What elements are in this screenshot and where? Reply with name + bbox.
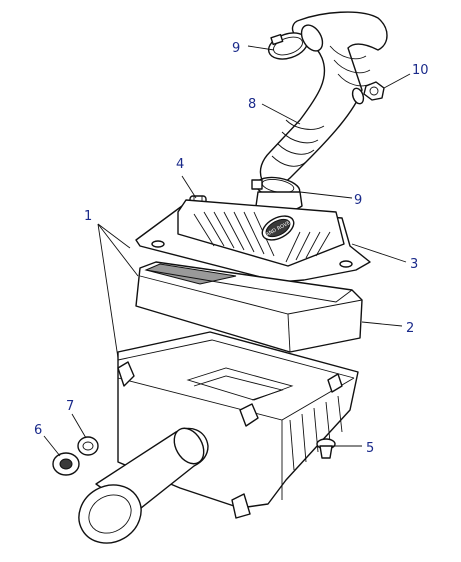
grommet-part-6 xyxy=(52,452,80,476)
callout-5: 5 xyxy=(366,441,374,456)
nut-part-10 xyxy=(363,81,385,101)
hose-clamp-upper xyxy=(267,24,324,60)
air-cleaner-cover: LAND ROVER xyxy=(135,199,371,283)
callout-2: 2 xyxy=(406,321,414,336)
callout-3: 3 xyxy=(410,257,418,272)
callout-10: 10 xyxy=(412,63,429,78)
bush-part-7 xyxy=(77,436,99,456)
intake-snorkel xyxy=(78,427,209,544)
cover-logo: LAND ROVER xyxy=(261,215,295,241)
callout-9-lower: 9 xyxy=(354,193,362,208)
fixing-part-5 xyxy=(316,438,336,459)
callout-4: 4 xyxy=(176,157,184,172)
filter-element xyxy=(135,261,363,353)
leader-lines xyxy=(43,45,411,457)
callout-6: 6 xyxy=(34,423,42,438)
callout-7: 7 xyxy=(66,399,74,414)
callouts: 9 10 8 4 9 1 3 2 7 6 5 xyxy=(34,41,429,456)
callout-9-upper: 9 xyxy=(232,41,240,56)
callout-8: 8 xyxy=(248,97,256,112)
callout-1: 1 xyxy=(84,209,92,224)
